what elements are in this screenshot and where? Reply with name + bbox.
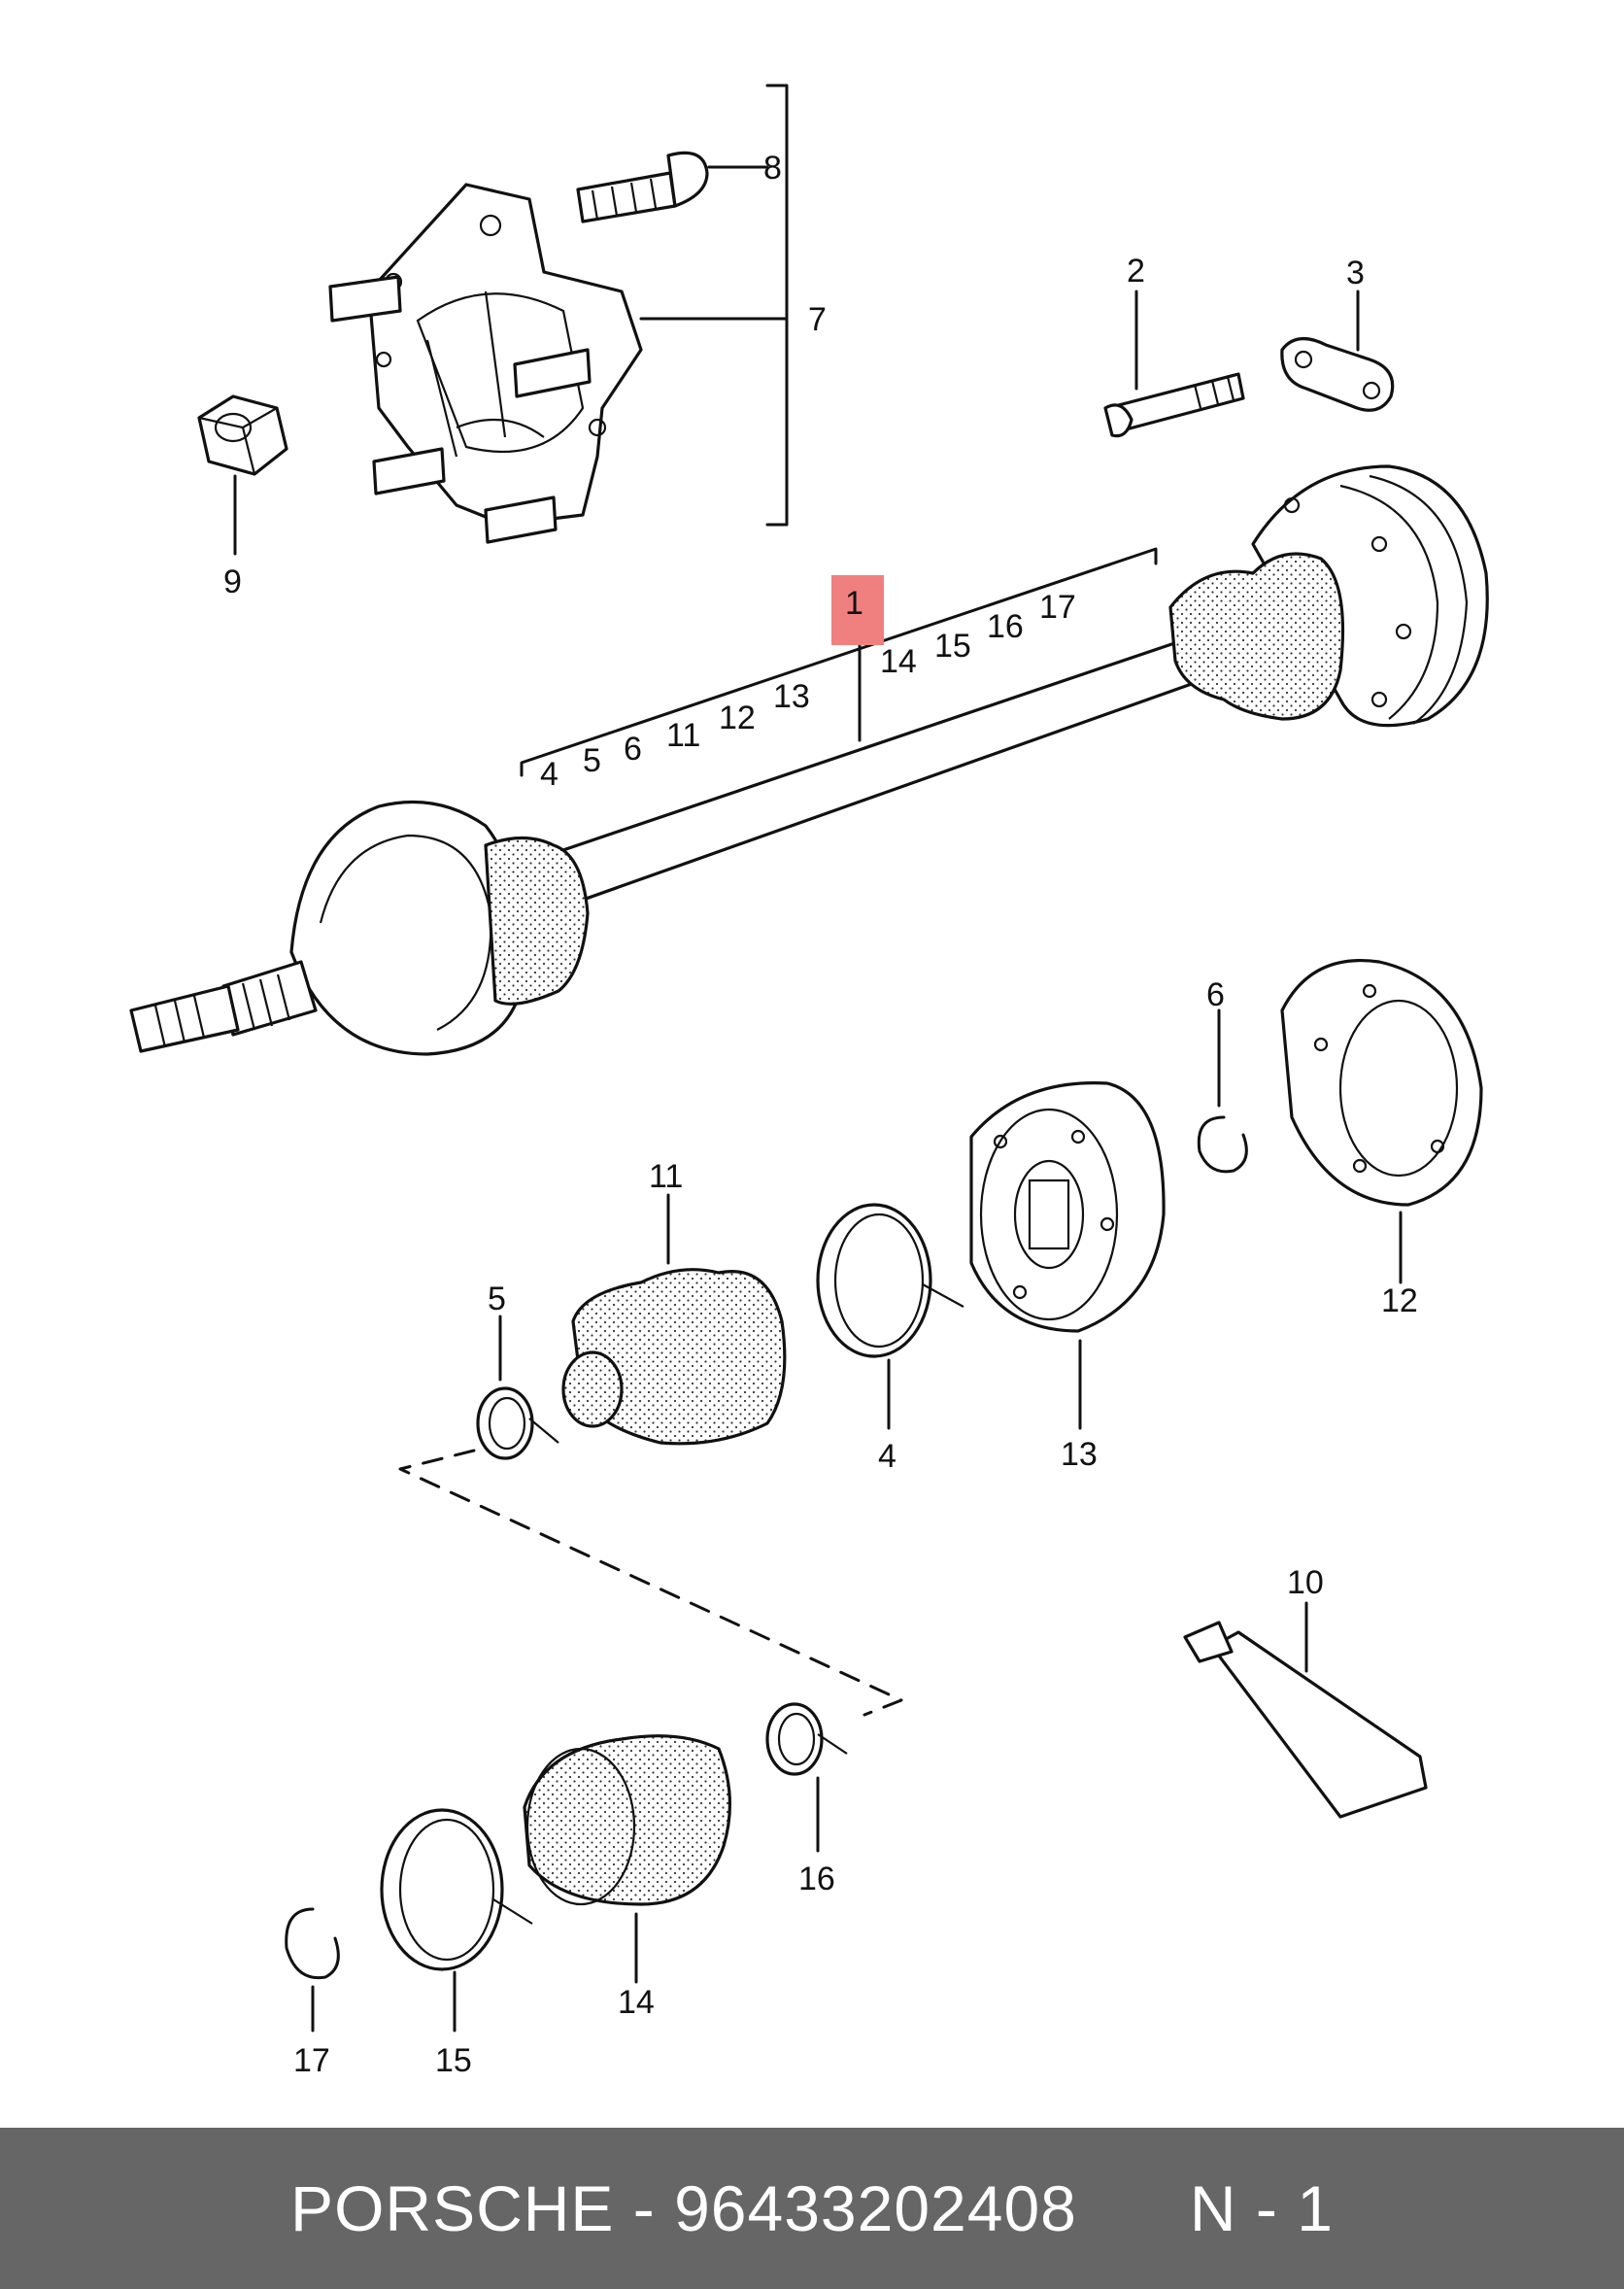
highlight-box bbox=[831, 575, 884, 645]
callout-label: 8 bbox=[763, 150, 782, 187]
brand-name: PORSCHE bbox=[290, 2172, 615, 2244]
clamp-band-15 bbox=[380, 1808, 533, 1971]
hose-clamp-5 bbox=[476, 1386, 559, 1460]
callout-label: 6 bbox=[1206, 976, 1225, 1013]
callout-label: 15 bbox=[435, 2042, 472, 2079]
callout-label: 17 bbox=[293, 2042, 330, 2079]
exploded-parts-diagram: 1 2 3 4 5 6 7 8 9 10 11 12 13 14 15 16 1… bbox=[129, 84, 1489, 2079]
bracket-label: 15 bbox=[934, 628, 971, 665]
wheel-bolt bbox=[576, 151, 709, 223]
callout-label: 4 bbox=[878, 1438, 897, 1475]
callout-label: 2 bbox=[1127, 253, 1145, 290]
circlip-17 bbox=[285, 1907, 340, 1980]
footer-separator: - bbox=[614, 2172, 675, 2244]
bracket-label: 11 bbox=[666, 717, 700, 754]
hose-clamp-16 bbox=[765, 1702, 848, 1776]
hex-socket-bolt bbox=[1103, 372, 1245, 438]
callout-label: 14 bbox=[618, 1984, 655, 2021]
callout-label: 7 bbox=[808, 301, 827, 338]
clamp-band-4 bbox=[816, 1203, 964, 1358]
callout-label: 16 bbox=[798, 1861, 835, 1897]
callout-label: 9 bbox=[223, 564, 242, 600]
hex-nut bbox=[197, 394, 288, 476]
bracket-label: 17 bbox=[1039, 589, 1076, 626]
bracket-label: 6 bbox=[624, 731, 642, 768]
callout-label: 1 bbox=[845, 585, 863, 622]
callout-label: 3 bbox=[1346, 255, 1365, 291]
callout-label: 5 bbox=[488, 1281, 506, 1317]
cv-joint-13 bbox=[969, 1081, 1166, 1333]
bracket-label: 4 bbox=[540, 756, 558, 793]
circlip-6 bbox=[1197, 1115, 1248, 1174]
drive-shaft-assembly bbox=[129, 464, 1489, 1056]
page-reference: N - 1 bbox=[1189, 2172, 1334, 2244]
callout-label: 12 bbox=[1381, 1282, 1418, 1319]
footer-gap bbox=[1077, 2171, 1190, 2245]
wheel-studs bbox=[328, 275, 592, 544]
grease-tube-10 bbox=[1183, 1621, 1428, 1819]
lock-plate bbox=[1280, 337, 1395, 412]
bracket-label: 14 bbox=[880, 643, 917, 680]
cv-boot-11 bbox=[561, 1268, 787, 1446]
bracket-label: 13 bbox=[773, 678, 810, 715]
callout-label: 10 bbox=[1287, 1564, 1324, 1601]
callout-label: 13 bbox=[1061, 1436, 1098, 1473]
cv-boot-14 bbox=[523, 1734, 732, 1906]
part-number: 96433202408 bbox=[674, 2172, 1077, 2244]
bracket-label: 12 bbox=[719, 700, 756, 736]
bracket-label: 5 bbox=[583, 742, 601, 779]
bracket-label: 16 bbox=[987, 608, 1024, 645]
flange-gasket-12 bbox=[1280, 959, 1483, 1207]
callout-label: 11 bbox=[649, 1158, 683, 1195]
footer-bar: PORSCHE - 96433202408 N - 1 bbox=[0, 2128, 1624, 2289]
